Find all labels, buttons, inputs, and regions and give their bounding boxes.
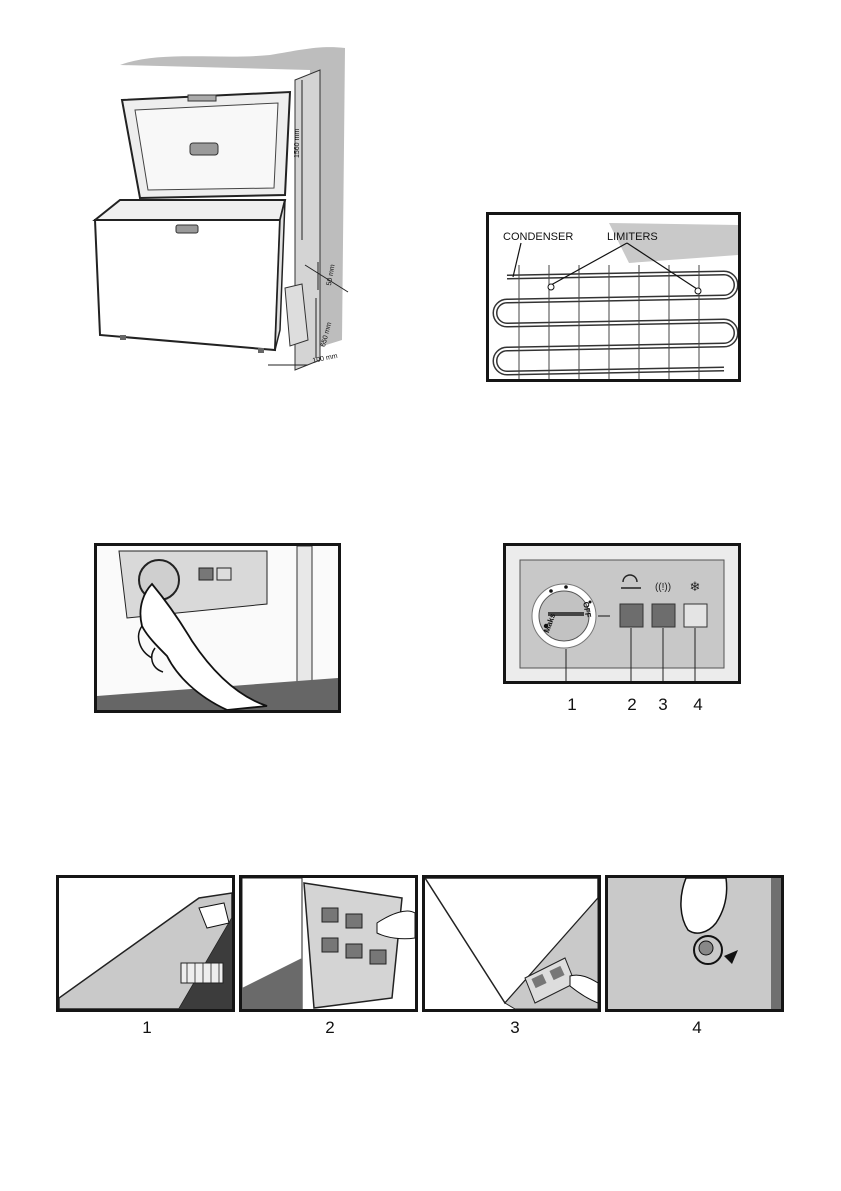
step-1-figure [56,875,235,1012]
step-4-figure [605,875,784,1012]
step-4-drawing [608,878,781,1009]
control-panel-figure: ((!)) ❄ OFF Maks [503,543,741,684]
control-panel-number-2: 2 [622,695,642,715]
step-2-drawing [242,878,415,1009]
limiters-label: LIMITERS [607,231,658,243]
freezer-installation-figure: 1560 mm 50 mm 650 mm 100 mm [80,40,360,380]
step-number-1: 1 [137,1018,157,1038]
control-panel-number-3: 3 [653,695,673,715]
thermostat-hand-figure [94,543,341,713]
control-panel-number-1: 1 [562,695,582,715]
control-panel-number-4: 4 [688,695,708,715]
step-3-figure [422,875,601,1012]
step-3-drawing [425,878,598,1009]
freezer-installation-drawing [80,40,360,380]
thermostat-hand-drawing [97,546,338,710]
svg-text:((!)): ((!)) [655,582,671,593]
step-number-4: 4 [687,1018,707,1038]
dimension-height-label: 1560 mm [294,129,301,158]
step-1-drawing [59,878,232,1009]
condenser-figure: CONDENSER LIMITERS [486,212,741,382]
step-number-2: 2 [320,1018,340,1038]
control-panel-drawing: ((!)) ❄ [506,546,738,681]
step-number-3: 3 [505,1018,525,1038]
condenser-label: CONDENSER [503,231,573,243]
step-2-figure [239,875,418,1012]
svg-text:❄: ❄ [690,580,701,595]
